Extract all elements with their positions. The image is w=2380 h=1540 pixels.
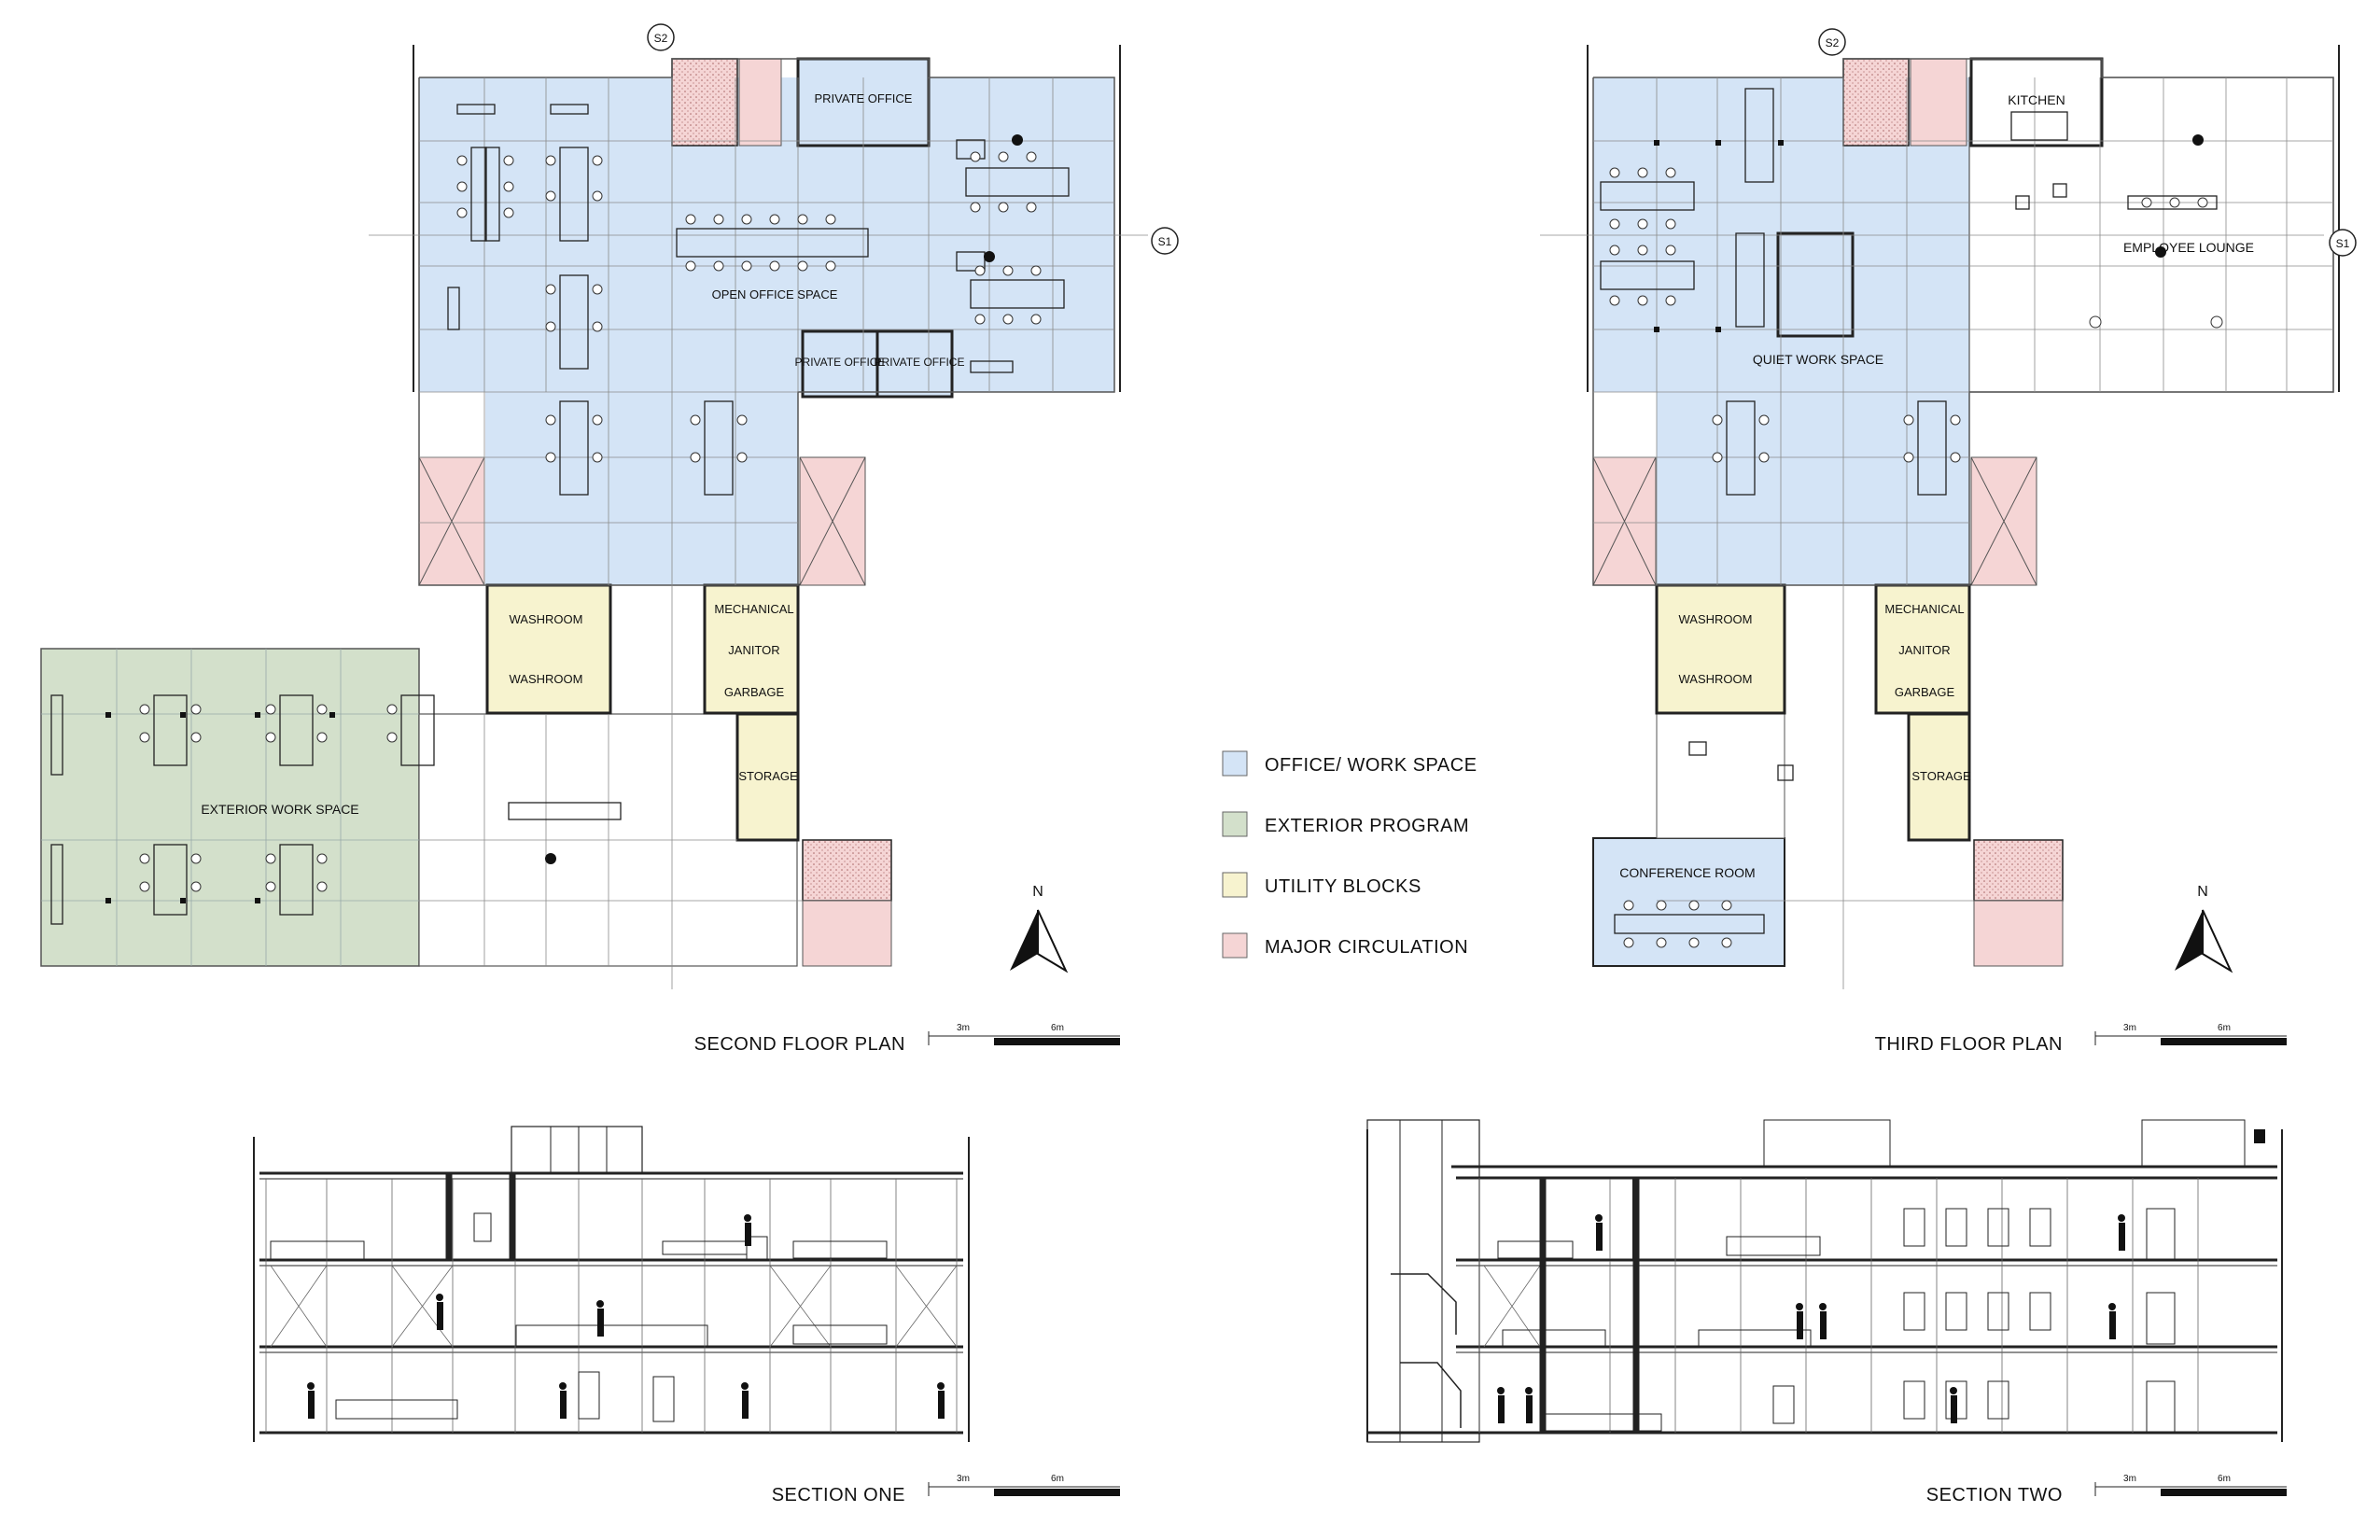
north-label: N	[1032, 884, 1043, 900]
legend-label-circulation: MAJOR CIRCULATION	[1265, 937, 1468, 958]
legend: OFFICE/ WORK SPACE EXTERIOR PROGRAM UTIL…	[1222, 750, 1477, 959]
stair-north	[671, 58, 738, 147]
section-marker-s1-2f: S1	[1158, 235, 1172, 248]
room-label-employee-lounge: EMPLOYEE LOUNGE	[2123, 240, 2254, 255]
scale-label-3m: 3m	[2123, 1474, 2136, 1484]
section-marker-s1-3f: S1	[2336, 237, 2350, 250]
drawing-title-second-floor: SECOND FLOOR PLAN	[694, 1034, 905, 1055]
conference-room-zone	[1592, 837, 1785, 967]
scale-label-3m: 3m	[957, 1474, 970, 1484]
section-marker-s2-3f: S2	[1826, 36, 1840, 49]
room-label-open-office: OPEN OFFICE SPACE	[712, 287, 838, 301]
open-office-zone-lower	[485, 392, 798, 585]
scale-label-3m: 3m	[2123, 1023, 2136, 1033]
section-marker-s2-2f: S2	[654, 32, 668, 45]
stair-south	[802, 839, 892, 902]
second-floor-room-labels: PRIVATE OFFICE OPEN OFFICE SPACE PRIVATE…	[201, 91, 964, 817]
room-label-kitchen: KITCHEN	[2008, 92, 2065, 107]
room-label-janitor-3f: JANITOR	[1898, 643, 1950, 657]
drawing-title-section-two: SECTION TWO	[1926, 1485, 2063, 1505]
second-floor-plan	[40, 45, 1148, 989]
scale-label-6m: 6m	[2218, 1023, 2231, 1033]
washroom-block-3f	[1655, 583, 1786, 715]
room-label-mechanical: MECHANICAL	[714, 602, 793, 616]
room-label-washroom-2: WASHROOM	[510, 672, 583, 686]
room-label-mechanical-3f: MECHANICAL	[1884, 602, 1964, 616]
section-markers: S2 S1 S2 S1	[647, 23, 2357, 257]
room-label-washroom-2-3f: WASHROOM	[1679, 672, 1753, 686]
section-one-figures	[307, 1214, 945, 1419]
storage-block	[735, 712, 800, 842]
legend-label-office: OFFICE/ WORK SPACE	[1265, 755, 1477, 776]
drawing-title-third-floor: THIRD FLOOR PLAN	[1875, 1034, 2063, 1055]
third-floor-plan	[1540, 45, 2340, 989]
title-section-one: SECTION ONE 3m 6m	[772, 1474, 1120, 1505]
exterior-work-space-zone	[40, 648, 420, 967]
service-block-3f	[1874, 583, 1971, 715]
service-block	[703, 583, 800, 715]
title-third-floor: THIRD FLOOR PLAN 3m 6m	[1875, 1023, 2287, 1055]
room-label-exterior-work-space: EXTERIOR WORK SPACE	[201, 802, 358, 817]
north-arrow-2f: N	[1010, 884, 1069, 973]
section-one-drawing	[253, 1126, 970, 1442]
scale-label-6m: 6m	[1051, 1474, 1064, 1484]
scale-label-3m: 3m	[957, 1023, 970, 1033]
drawing-title-section-one: SECTION ONE	[772, 1485, 905, 1505]
room-label-storage-3f: STORAGE	[1911, 769, 1971, 783]
legend-swatch-circulation	[1222, 932, 1248, 959]
north-arrow-3f: N	[2175, 884, 2233, 973]
room-label-private-office-top: PRIVATE OFFICE	[815, 91, 913, 105]
washroom-block	[485, 583, 612, 715]
room-label-private-office-left: PRIVATE OFFICE	[795, 356, 886, 369]
room-label-conference-room: CONFERENCE ROOM	[1619, 865, 1755, 880]
room-label-garbage: GARBAGE	[724, 685, 785, 699]
legend-swatch-exterior	[1222, 811, 1248, 837]
room-label-storage: STORAGE	[738, 769, 798, 783]
legend-label-utility: UTILITY BLOCKS	[1265, 876, 1421, 897]
third-floor-room-labels: KITCHEN EMPLOYEE LOUNGE QUIET WORK SPACE…	[1619, 92, 2254, 880]
legend-label-exterior: EXTERIOR PROGRAM	[1265, 816, 1469, 836]
section-two-figures	[1497, 1129, 2265, 1423]
scale-label-6m: 6m	[1051, 1023, 1064, 1033]
room-label-quiet-work-space: QUIET WORK SPACE	[1753, 352, 1883, 367]
room-label-garbage-3f: GARBAGE	[1895, 685, 1955, 699]
legend-swatch-utility	[1222, 872, 1248, 898]
room-label-washroom-1-3f: WASHROOM	[1679, 612, 1753, 626]
north-label: N	[2197, 884, 2208, 900]
title-second-floor: SECOND FLOOR PLAN 3m 6m	[694, 1023, 1120, 1055]
legend-swatch-office	[1222, 750, 1248, 777]
room-label-janitor: JANITOR	[728, 643, 779, 657]
room-label-washroom-1: WASHROOM	[510, 612, 583, 626]
section-two-drawing	[1366, 1119, 2283, 1443]
title-section-two: SECTION TWO 3m 6m	[1926, 1474, 2287, 1505]
scale-label-6m: 6m	[2218, 1474, 2231, 1484]
room-label-private-office-right: PRIVATE OFFICE	[875, 356, 965, 369]
